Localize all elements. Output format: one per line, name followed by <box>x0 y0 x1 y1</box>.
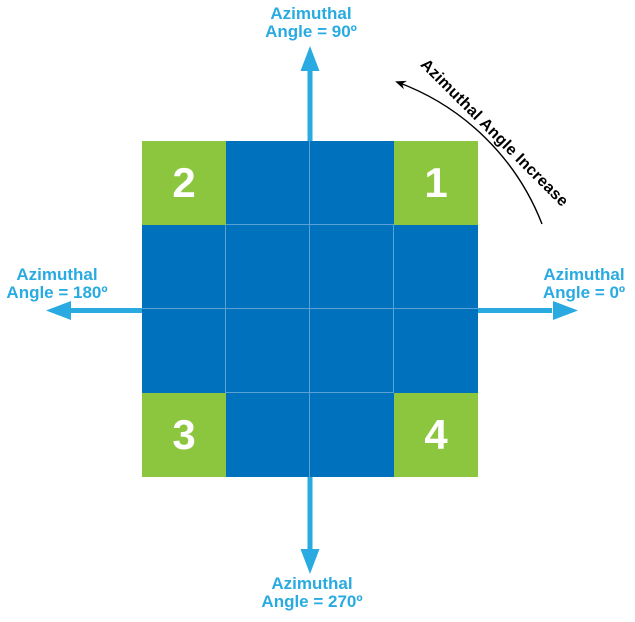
label-azimuth-180: Azimuthal Angle = 180º <box>6 266 107 301</box>
grid-cell-quadrant-2: 2 <box>142 141 226 225</box>
quadrant-number: 2 <box>172 159 196 206</box>
grid-cell <box>310 309 394 393</box>
rotation-direction-arc-icon <box>395 80 543 225</box>
grid-cell <box>142 225 226 309</box>
grid-cell <box>226 309 310 393</box>
label-azimuth-90: Azimuthal Angle = 90º <box>265 5 357 40</box>
grid-cell-quadrant-3: 3 <box>142 393 226 477</box>
grid-cell <box>394 309 478 393</box>
grid-cell <box>394 225 478 309</box>
grid-cell <box>310 393 394 477</box>
azimuth-270-arrow-icon <box>300 477 320 574</box>
azimuth-90-arrow-icon <box>300 46 320 141</box>
label-azimuth-180-line2: Angle = 180º <box>6 282 108 302</box>
grid-cell <box>310 225 394 309</box>
label-azimuth-180-line1: Azimuthal <box>16 265 98 284</box>
quadrant-number: 1 <box>424 159 448 206</box>
azimuth-0-arrow-icon <box>478 301 578 320</box>
quadrant-number: 4 <box>424 411 448 458</box>
grid-cell <box>226 141 310 225</box>
grid-cell <box>142 309 226 393</box>
label-azimuth-90-line2: Angle = 90º <box>265 21 357 41</box>
grid-cell <box>226 225 310 309</box>
label-azimuth-90-line1: Azimuthal <box>270 4 352 23</box>
label-azimuth-0-line1: Azimuthal <box>543 265 625 284</box>
label-azimuth-270: Azimuthal Angle = 270º <box>261 575 362 610</box>
grid-cell <box>226 393 310 477</box>
sensor-grid: 2 1 3 4 <box>142 141 478 477</box>
label-azimuth-0: Azimuthal Angle = 0º <box>543 266 625 301</box>
grid-cell-quadrant-1: 1 <box>394 141 478 225</box>
label-azimuth-0-line2: Angle = 0º <box>542 282 626 302</box>
label-azimuth-270-line2: Angle = 270º <box>261 591 363 611</box>
azimuth-180-arrow-icon <box>46 301 142 320</box>
grid-cell-quadrant-4: 4 <box>394 393 478 477</box>
label-azimuth-270-line1: Azimuthal <box>271 574 353 593</box>
quadrant-number: 3 <box>172 411 196 458</box>
grid-cell <box>310 141 394 225</box>
